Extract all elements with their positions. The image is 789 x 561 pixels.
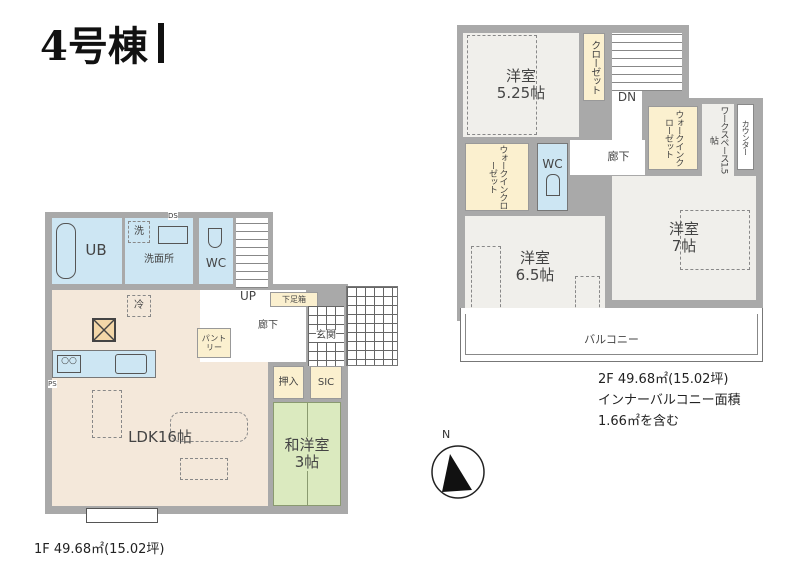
sink-icon [158, 226, 188, 244]
sofa [170, 412, 248, 442]
walk-in-closet-right: ウォークインクローゼット [648, 106, 698, 170]
bed-3 [680, 210, 750, 270]
washer-label: 洗 [134, 226, 144, 238]
closet-2f: クローゼット [583, 33, 605, 101]
desk [575, 276, 600, 312]
tv-stand [180, 458, 228, 480]
room-ub: UB [52, 218, 122, 284]
skylight-icon [92, 318, 116, 342]
room-wc-2f-label: WC [542, 157, 563, 172]
kitchen-counter: ○○ [52, 350, 156, 378]
room-c-size: 7帖 [671, 237, 697, 255]
room-b-label: 洋室 [519, 248, 550, 267]
bay-window [86, 508, 158, 523]
room-western-6-5: 洋室 6.5帖 [465, 216, 605, 318]
toilet-icon [208, 228, 222, 248]
wic-right-label: ウォークインクローゼット [663, 110, 684, 166]
hallway-1f-label: 廊下 [258, 320, 278, 332]
pantry: パントリー [197, 328, 231, 358]
oshiire-closet: 押入 [273, 366, 304, 399]
room-b-size: 6.5帖 [515, 266, 555, 284]
compass-north-label: N [442, 428, 451, 441]
staircase-2f [612, 33, 682, 91]
room-c-label: 洋室 [668, 219, 699, 238]
hallway-2f-label: 廊下 [607, 150, 630, 164]
floor-2-area-line-1: 2F 49.68㎡(15.02坪) [598, 372, 729, 387]
room-a-size: 5.25帖 [496, 84, 546, 102]
shoe-box: 下足箱 [270, 292, 318, 307]
balcony-label: バルコニー [584, 333, 639, 347]
toilet-icon-2f [545, 173, 560, 196]
shoe-box-label: 下足箱 [282, 294, 306, 304]
compass-arrow-icon [431, 445, 485, 499]
up-label: UP [240, 289, 257, 303]
room-japanese-label: 和洋室 [284, 435, 330, 454]
bathtub-icon [56, 223, 76, 279]
counter: カウンター [737, 104, 754, 170]
room-western-7: 洋室 7帖 [612, 176, 756, 300]
sic-label: SIC [317, 376, 335, 388]
dining-table [92, 390, 122, 438]
title-bar [157, 23, 164, 63]
floor-2-area-line-3: 1.66㎡を含む [598, 414, 679, 429]
entrance-label: 玄関 [316, 330, 336, 342]
room-wc-1f: WC [199, 218, 233, 284]
bed [467, 35, 537, 135]
walk-in-closet-left: ウォークインクローゼット [465, 143, 529, 211]
workspace-label: ワークスペース1.5帖 [708, 106, 729, 174]
room-wc-1f-label: WC [205, 256, 227, 271]
fridge-label: 冷 [134, 300, 144, 312]
room-western-5-25: 洋室 5.25帖 [463, 33, 579, 137]
room-japanese: 和洋室 3帖 [273, 402, 341, 506]
stove-icon: ○○ [57, 355, 81, 373]
compass: N [428, 428, 488, 503]
counter-label: カウンター [741, 119, 751, 155]
workspace: ワークスペース1.5帖 [702, 104, 734, 176]
floor-2-area-line-2: インナーバルコニー面積 [598, 393, 741, 408]
building-title: 4号棟 [40, 14, 164, 72]
entrance: 玄関 [308, 306, 344, 366]
fridge-space: 冷 [127, 295, 151, 317]
room-washroom-label: 洗面所 [144, 254, 174, 266]
room-japanese-size: 3帖 [294, 453, 320, 472]
balcony-rail [465, 314, 758, 355]
staircase-1f [236, 218, 268, 288]
hallway-2f: 廊下 [570, 140, 645, 175]
oshiire-label: 押入 [278, 376, 299, 388]
floor-1-area: 1F 49.68㎡(15.02坪) [34, 542, 165, 557]
bed-2 [471, 246, 501, 312]
room-wc-2f: WC [537, 143, 568, 211]
room-ldk: 冷 ○○ PS LDK16帖 [48, 290, 268, 506]
room-ub-label: UB [85, 241, 107, 260]
room-washroom: 洗 洗面所 [125, 218, 193, 284]
wic-left-label: ウォークインクローゼット [487, 145, 508, 209]
entrance-porch [346, 286, 398, 366]
shoe-in-closet: SIC [310, 366, 342, 399]
dn-label: DN [617, 90, 637, 104]
building-title-text: 4号棟 [40, 23, 148, 70]
kitchen-sink-icon [115, 354, 147, 374]
room-a-label: 洋室 [505, 66, 536, 85]
closet-2f-label: クローゼット [588, 40, 600, 94]
ds-label: DS [168, 212, 178, 220]
washer-space: 洗 [128, 221, 150, 243]
balcony: バルコニー [460, 308, 763, 362]
pantry-label: パントリー [201, 333, 227, 352]
ps-label: PS [48, 380, 57, 389]
